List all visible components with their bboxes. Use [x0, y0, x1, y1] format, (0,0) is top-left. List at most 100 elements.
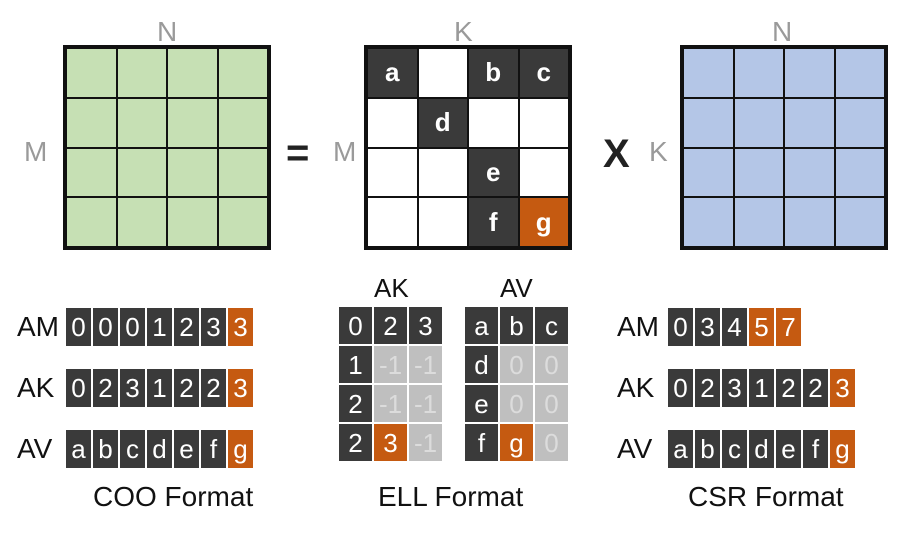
- matrix-cell: [66, 48, 117, 98]
- array-cell: 0: [668, 308, 693, 346]
- ell-cell: e: [465, 385, 498, 422]
- matrix-cell: [116, 48, 167, 98]
- array-cell: g: [228, 430, 253, 468]
- array-cell: f: [803, 430, 828, 468]
- array-cell: 3: [830, 369, 855, 407]
- matrix-cell: [733, 197, 784, 247]
- ell-cell: -1: [374, 346, 407, 383]
- array-cell: 3: [722, 369, 747, 407]
- ell-av-label: AV: [500, 273, 533, 303]
- coo-format-title: COO Format: [93, 481, 254, 512]
- times-sign: X: [603, 132, 630, 176]
- ell-cell: 2: [339, 424, 372, 461]
- ell-cell: 3: [409, 307, 442, 344]
- b-cols-label: N: [772, 16, 793, 47]
- ell-cell: d: [465, 346, 498, 383]
- array-cell: g: [830, 430, 855, 468]
- matrix-c: [63, 45, 271, 250]
- sparse-cell: [417, 48, 468, 98]
- array-cell: 3: [695, 308, 720, 346]
- ell-ak-label: AK: [374, 273, 409, 303]
- ell-cell: -1: [374, 385, 407, 422]
- matrix-cell: [834, 147, 885, 198]
- matrix-cell: [167, 48, 218, 98]
- ell-cell: 0: [535, 346, 568, 383]
- array-cell: 0: [93, 308, 118, 346]
- matrix-cell: [167, 147, 218, 198]
- array-cell: 2: [93, 369, 118, 407]
- array-cell: d: [749, 430, 774, 468]
- ell-cell: 2: [339, 385, 372, 422]
- ell-cell: c: [535, 307, 568, 344]
- array-cell: 2: [803, 369, 828, 407]
- matrix-cell: [116, 97, 167, 148]
- csr-format-title: CSR Format: [688, 481, 844, 512]
- array-cell: a: [668, 430, 693, 468]
- sparse-cell: g: [518, 197, 569, 247]
- matrix-cell: [683, 97, 734, 148]
- array-cell: c: [120, 430, 145, 468]
- array-cell: 4: [722, 308, 747, 346]
- array-cell: d: [147, 430, 172, 468]
- array-cell: 0: [120, 308, 145, 346]
- array-cell: 3: [201, 308, 226, 346]
- array-cell: 3: [228, 308, 253, 346]
- matrix-cell: [217, 48, 268, 98]
- matrix-cell: [733, 48, 784, 98]
- array-cell: f: [201, 430, 226, 468]
- matrix-cell: [66, 97, 117, 148]
- sparse-cell: d: [417, 97, 468, 148]
- array-cell: 2: [695, 369, 720, 407]
- a-rows-label: M: [333, 136, 357, 167]
- matrix-cell: [116, 197, 167, 247]
- b-rows-label: K: [649, 136, 668, 167]
- array-cell: 2: [776, 369, 801, 407]
- array-cell: e: [776, 430, 801, 468]
- ell-cell: 0: [500, 385, 533, 422]
- array-cell: 0: [66, 308, 91, 346]
- array-cell: 2: [174, 308, 199, 346]
- c-cols-label: N: [157, 16, 178, 47]
- sparse-cell: [518, 97, 569, 148]
- array-cell: 3: [228, 369, 253, 407]
- sparse-cell: [367, 147, 418, 198]
- array-cell: 7: [776, 308, 801, 346]
- matrix-cell: [683, 197, 734, 247]
- matrix-cell: [217, 197, 268, 247]
- csr-ak-label: AK: [617, 372, 655, 403]
- ell-cell: b: [500, 307, 533, 344]
- matrix-cell: [217, 97, 268, 148]
- matrix-cell: [834, 48, 885, 98]
- ell-cell: 0: [535, 385, 568, 422]
- c-rows-label: M: [24, 136, 48, 167]
- matrix-cell: [733, 97, 784, 148]
- ell-cell: 0: [339, 307, 372, 344]
- array-cell: 1: [749, 369, 774, 407]
- matrix-cell: [683, 48, 734, 98]
- ell-cell: -1: [409, 385, 442, 422]
- sparse-cell: [417, 147, 468, 198]
- matrix-cell: [116, 147, 167, 198]
- matrix-b: [680, 45, 888, 250]
- ell-cell: -1: [409, 424, 442, 461]
- matrix-cell: [733, 147, 784, 198]
- ell-cell: 2: [374, 307, 407, 344]
- sparse-cell: [518, 147, 569, 198]
- coo-ak-label: AK: [17, 372, 55, 403]
- matrix-cell: [834, 197, 885, 247]
- sparse-cell: a: [367, 48, 418, 98]
- matrix-cell: [66, 197, 117, 247]
- a-cols-label: K: [454, 16, 473, 47]
- ell-cell: 3: [374, 424, 407, 461]
- ell-format-title: ELL Format: [378, 481, 524, 512]
- array-cell: 2: [174, 369, 199, 407]
- sparse-cell: f: [468, 197, 519, 247]
